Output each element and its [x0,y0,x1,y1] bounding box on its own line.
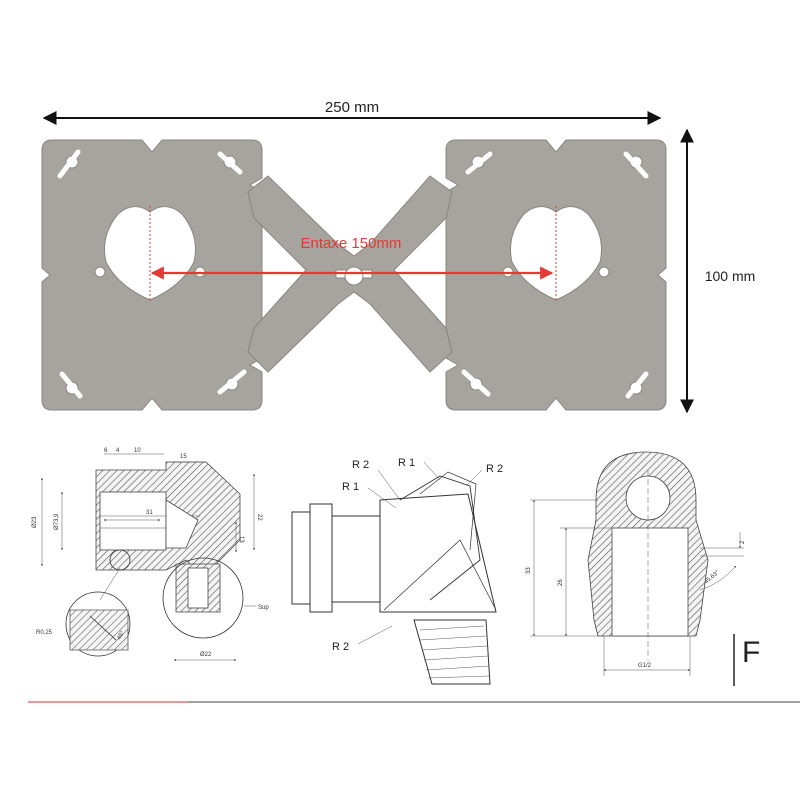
slot-left-top-right [217,151,243,175]
center-distance-label: Entaxe 150mm [301,235,402,252]
hole-right-outer [598,266,610,278]
label-sup: Sup [258,605,269,611]
width-dimension: 250 mm [42,99,662,125]
slot-right-top-left [465,151,493,175]
detail-circle-sup [162,557,244,639]
label-33: 33 [526,567,532,574]
label-26: 26 [558,579,564,586]
slot-right-bottom-left [461,369,491,397]
label-31: 31 [146,510,153,516]
label-10: 10 [134,448,141,454]
slot-left-bottom-right [217,369,247,395]
label-d23: Ø23 [32,516,38,528]
label-4: 4 [116,448,120,454]
slot-right-top-right [623,151,649,179]
section-view-b: R 2 R 1 R 2 R 1 R 2 [291,457,503,685]
label-r1-left: R 1 [342,481,359,493]
label-d22: Ø22 [200,652,212,658]
slot-right-bottom-right [625,371,649,399]
width-label: 250 mm [325,99,379,116]
detail-circle-r025 [65,591,131,657]
corner-letter: F [733,634,760,686]
label-22: 22 [256,514,262,521]
label-d73: Ø73,9 [54,513,60,530]
label-r025: R0,25 [36,630,53,636]
label-45: 45° [117,630,127,641]
section-a-bore [99,491,167,551]
slot-left-top-left [57,149,81,179]
mounting-template [41,139,667,411]
fitting-flange [291,511,311,605]
hole-left-outer [94,266,106,278]
slot-left-bottom-left [59,371,83,399]
label-r2-top-left: R 2 [352,459,369,471]
corner-glyph: F [742,636,760,669]
label-6: 6 [104,448,108,454]
label-r2-bottom: R 2 [332,641,349,653]
section-view-a: Ø23 Ø73,9 31 15 6 4 10 13 22 R0,25 45° S… [32,448,269,661]
fitting-body [379,493,497,613]
label-r2-top-right: R 2 [486,463,503,475]
label-13: 13 [238,536,244,543]
label-r1-top: R 1 [398,457,415,469]
label-15: 15 [180,454,187,460]
center-distance-dimension: Entaxe 150mm [150,235,554,280]
label-2: 2 [740,540,746,544]
height-dimension: 100 mm [680,128,756,414]
section-view-c: 33 26 2 45,63° G1/2 [526,451,746,676]
label-g12: G1/2 [638,663,652,669]
threaded-outlet [413,619,491,685]
height-label: 100 mm [705,268,756,284]
